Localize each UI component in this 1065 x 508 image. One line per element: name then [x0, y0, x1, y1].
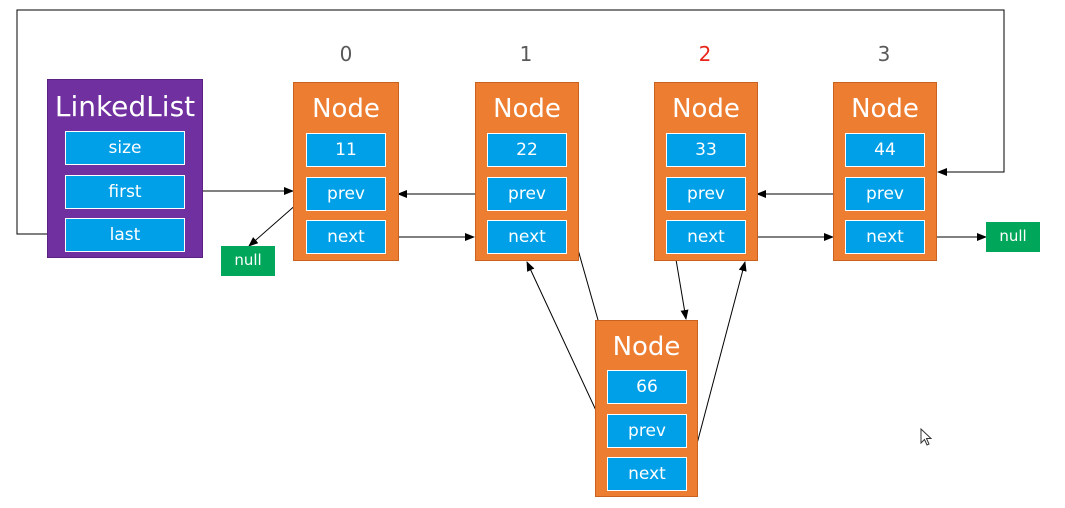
linkedlist-last-field: last	[65, 218, 185, 252]
node-1: Node 22 prev next	[475, 82, 579, 261]
node-1-prev-field: prev	[487, 177, 567, 211]
node-inserted-title: Node	[612, 332, 681, 362]
linkedlist-title: LinkedList	[54, 90, 196, 123]
linkedlist-first-field: first	[65, 175, 185, 209]
node-3-value-field: 44	[845, 133, 925, 167]
node-inserted: Node 66 prev next	[595, 320, 698, 497]
node-1-value-field: 22	[487, 133, 567, 167]
index-label-3: 3	[877, 42, 891, 66]
node-0-next-field: next	[306, 220, 386, 254]
node-inserted-value-field: 66	[607, 370, 687, 404]
node-2-next-field: next	[666, 220, 746, 254]
node-0: Node 11 prev next	[293, 82, 399, 261]
index-label-2: 2	[698, 42, 712, 66]
node-0-title: Node	[312, 94, 380, 124]
node-1-next-field: next	[487, 220, 567, 254]
node-1-title: Node	[493, 94, 561, 124]
node-2-prev-field: prev	[666, 177, 746, 211]
null-box-left: null	[221, 246, 275, 276]
node-2-title: Node	[672, 94, 740, 124]
linkedlist-size-field: size	[65, 131, 185, 165]
node-2-value-field: 33	[666, 133, 746, 167]
linkedlist-box: LinkedList size first last	[47, 79, 203, 258]
node-3-next-field: next	[845, 220, 925, 254]
node-3-title: Node	[851, 94, 919, 124]
node-2: Node 33 prev next	[654, 82, 758, 261]
index-label-0: 0	[339, 42, 353, 66]
index-label-1: 1	[519, 42, 533, 66]
node-inserted-next-field: next	[607, 457, 687, 491]
node-3: Node 44 prev next	[833, 82, 937, 261]
node-3-prev-field: prev	[845, 177, 925, 211]
node-0-value-field: 11	[306, 133, 386, 167]
mouse-pointer-icon	[920, 428, 932, 446]
node-inserted-prev-field: prev	[607, 414, 687, 448]
null-box-right: null	[986, 222, 1040, 252]
node-0-prev-field: prev	[306, 177, 386, 211]
